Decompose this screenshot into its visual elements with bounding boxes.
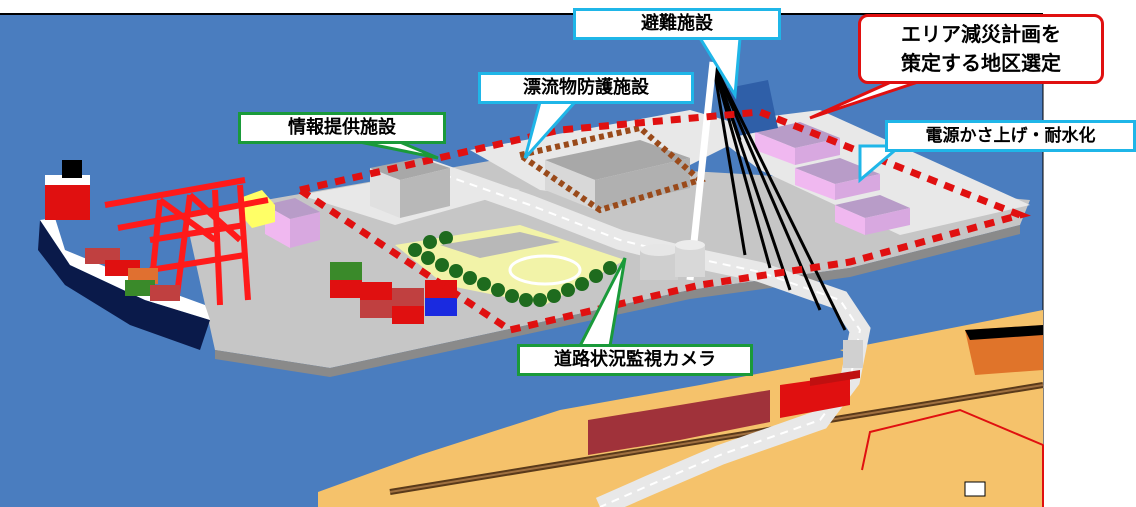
container-stack [330, 262, 457, 324]
area-plan-zone [291, 108, 1031, 334]
railway-inner [389, 384, 1044, 493]
park-circle [508, 254, 582, 286]
information-facility-label: 情報提供施設 [238, 112, 446, 144]
area-plan-label: エリア減災計画を 策定する地区選定 [858, 14, 1104, 84]
power-building-4 [265, 198, 320, 248]
area-plan-line2: 策定する地区選定 [901, 51, 1061, 75]
power-building-3 [835, 195, 910, 235]
right-margin [1043, 14, 1136, 507]
park-building [440, 232, 560, 258]
power-building-1 [755, 122, 840, 165]
container-ship [38, 160, 210, 350]
right-dock-flag [964, 481, 986, 497]
power-elevation-label: 電源かさ上げ・耐水化 [885, 120, 1136, 152]
road-camera-label: 道路状況監視カメラ [517, 344, 753, 376]
park-trees [408, 231, 617, 307]
freight-train [588, 370, 860, 455]
tower-cables [711, 61, 847, 331]
road-marking [429, 169, 862, 507]
red-boundary [861, 408, 1044, 507]
driftage-protection-label: 漂流物防護施設 [478, 72, 694, 104]
evacuation-facility-label: 避難施設 [573, 8, 781, 40]
road-pillars [640, 240, 863, 368]
area-plan-line1: エリア減災計画を [901, 22, 1061, 46]
right-dock-top [965, 325, 1043, 340]
